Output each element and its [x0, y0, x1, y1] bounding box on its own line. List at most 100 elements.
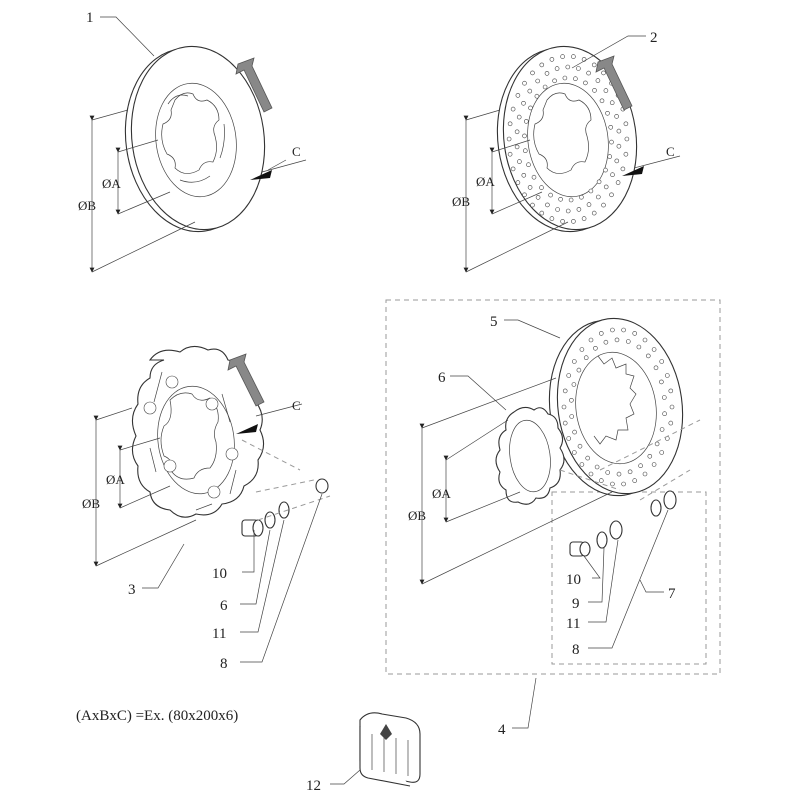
hardware-7: [569, 490, 677, 557]
drill-hole: [571, 382, 577, 387]
label-2: 2: [650, 30, 658, 46]
drill-hole: [517, 159, 522, 164]
drill-hole: [579, 462, 585, 467]
drill-hole: [534, 93, 540, 99]
drill-hole: [591, 210, 597, 216]
drill-hole: [664, 373, 670, 378]
drill-hole: [601, 70, 606, 76]
label-8-left: 8: [220, 656, 228, 672]
drill-hole: [572, 429, 577, 435]
drill-hole: [530, 70, 535, 76]
drill-hole: [620, 166, 626, 172]
label-7: 7: [668, 586, 676, 602]
drill-hole: [552, 78, 557, 84]
drill-hole: [571, 359, 577, 364]
dim-b-4: ØB: [408, 508, 426, 523]
drill-hole: [594, 464, 600, 470]
drill-hole: [651, 462, 657, 467]
drill-hole: [528, 105, 533, 111]
drill-hole: [576, 66, 581, 71]
drill-hole: [573, 76, 578, 81]
drill-hole: [596, 179, 602, 185]
dim-c-3: C: [292, 398, 301, 413]
part-labels: 1 2 3 4 5 6 7 10 6 11 8 10 9 11 8 12: [86, 10, 676, 794]
wave-disc-bolts: [143, 375, 239, 499]
drill-holes-5: [561, 327, 675, 487]
drill-hole: [586, 70, 591, 76]
drill-hole: [577, 443, 583, 449]
drill-hole: [539, 185, 544, 190]
drill-hole: [571, 54, 576, 59]
drill-hole: [595, 78, 601, 83]
label-5: 5: [490, 314, 498, 330]
carrier-ring: [495, 406, 565, 505]
drill-hole: [522, 133, 527, 139]
hardware-3: [241, 439, 331, 537]
drill-hole: [571, 219, 576, 224]
drill-hole: [591, 62, 597, 68]
drill-hole: [607, 154, 613, 159]
drill-hole: [576, 367, 582, 373]
drill-hole: [565, 64, 571, 70]
drill-hole: [624, 136, 630, 142]
drill-hole: [560, 219, 565, 224]
drill-hole: [605, 111, 610, 116]
drill-hole: [647, 453, 653, 459]
drill-hole: [579, 347, 585, 352]
label-10-right: 10: [566, 572, 581, 588]
drill-hole: [605, 470, 611, 475]
drill-hole: [562, 388, 568, 394]
drill-hole: [506, 136, 512, 142]
rotation-arrow-2: [595, 55, 633, 111]
drill-hole: [642, 337, 648, 343]
drill-hole: [561, 404, 567, 410]
drill-hole: [601, 202, 606, 208]
drill-hole: [531, 174, 537, 180]
dim-a-2: ØA: [476, 174, 495, 189]
drill-hole: [545, 202, 550, 208]
drill-hole: [507, 151, 513, 157]
drill-hole: [645, 353, 651, 359]
drill-hole: [514, 144, 520, 150]
drill-hole: [661, 395, 667, 400]
drill-hole: [659, 450, 665, 455]
drill-hole: [651, 347, 657, 352]
drill-hole: [632, 331, 638, 336]
drill-hole: [627, 469, 633, 475]
drill-hole: [616, 143, 622, 149]
drill-hole: [659, 359, 665, 364]
drill-hole: [654, 441, 660, 447]
disc-floating: [548, 317, 684, 497]
drill-hole: [544, 71, 550, 76]
drill-hole: [560, 54, 565, 59]
drill-hole: [610, 172, 615, 177]
drill-hole: [539, 210, 545, 216]
drill-hole: [636, 344, 642, 350]
dimension-example-note: (AxBxC) =Ex. (80x200x6): [76, 708, 238, 724]
drill-hole: [603, 339, 609, 345]
drill-hole: [603, 88, 609, 93]
rotation-arrow-3: [227, 353, 265, 407]
drill-hole: [616, 128, 622, 134]
label-8-right: 8: [572, 642, 580, 658]
drill-hole: [522, 192, 527, 198]
dim-c-2: C: [666, 144, 675, 159]
drill-hole: [615, 180, 621, 185]
dim-b-2: ØB: [452, 194, 470, 209]
drill-hole: [571, 450, 577, 455]
drill-hole: [569, 397, 574, 403]
drill-hole: [659, 379, 664, 385]
drill-hole: [616, 471, 622, 477]
label-6-kit: 6: [438, 370, 446, 386]
drill-hole: [598, 478, 604, 483]
dimension-labels: C ØA ØB C ØA ØB C ØA ØB ØA ØB: [78, 144, 675, 523]
drill-hole: [535, 195, 541, 200]
drill-hole: [668, 420, 674, 426]
drill-hole: [642, 471, 648, 477]
drill-hole: [608, 125, 614, 130]
dim-group-2: [463, 109, 681, 273]
drill-hole: [549, 216, 555, 221]
dim-a-1: ØA: [102, 176, 121, 191]
drill-hole: [522, 80, 527, 86]
disc-drilled: [496, 45, 638, 233]
